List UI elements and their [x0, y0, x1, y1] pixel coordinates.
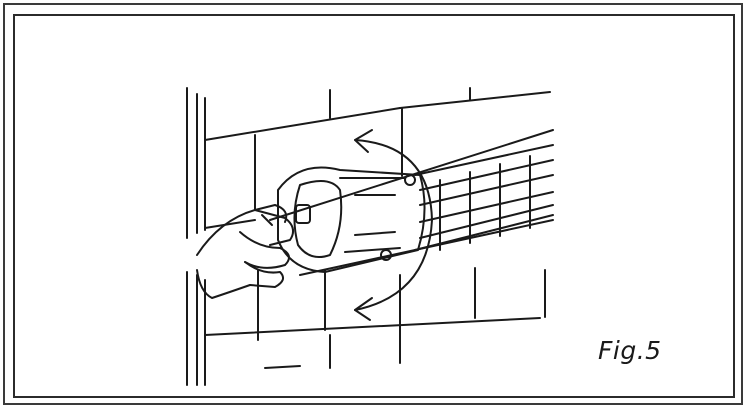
heater-end-cap	[277, 166, 426, 273]
wall-corner	[186, 87, 206, 386]
wall-tiles	[204, 87, 551, 369]
figure-caption: Fig.5	[598, 336, 662, 365]
inner-frame	[13, 14, 735, 398]
rotation-arrow	[354, 129, 433, 321]
heater-body	[269, 129, 554, 276]
hand	[196, 204, 295, 299]
outer-frame	[3, 3, 743, 405]
